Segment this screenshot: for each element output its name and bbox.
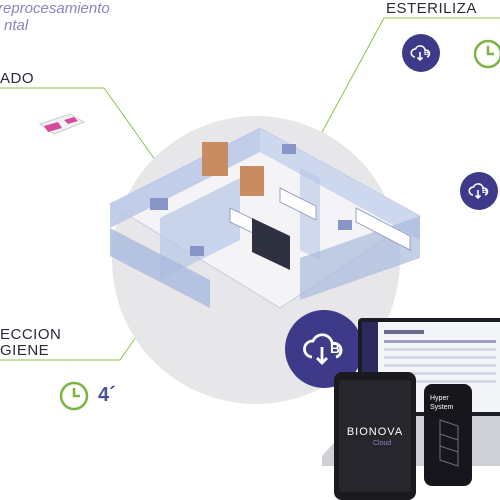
clock-icon-top-right xyxy=(473,39,500,69)
cloud-download-icon-right: B xyxy=(460,172,498,210)
back-wall-right xyxy=(260,128,420,240)
partition-1 xyxy=(160,178,240,280)
phone-title-2: System xyxy=(430,404,454,411)
label-bottom-left-2: GIENE xyxy=(0,342,50,359)
product-boxes-image xyxy=(38,113,86,135)
subtitle-line-2: ntal xyxy=(4,17,29,34)
shelf-unit-1 xyxy=(202,142,228,176)
phone-mockup: Hyper System xyxy=(424,384,472,486)
counter-2 xyxy=(355,207,411,251)
front-wall-left xyxy=(110,228,210,308)
equipment-3 xyxy=(338,220,352,230)
floor-plan-illustration xyxy=(108,127,421,309)
tablet-brand-sub: Cloud xyxy=(373,440,392,447)
dark-cabinet xyxy=(252,218,290,270)
equipment-2 xyxy=(282,144,296,154)
label-bottom-left-1: ECCION xyxy=(0,326,62,343)
phone-title-1: Hyper xyxy=(430,395,449,402)
cloud-download-icon-top: B xyxy=(402,34,440,72)
svg-text:B: B xyxy=(330,340,340,356)
label-top-left: ADO xyxy=(0,70,35,87)
tablet-brand: BIONOVA xyxy=(346,426,404,438)
subtitle-line-1: reprocesamiento xyxy=(0,0,110,17)
tablet-mockup: BIONOVA Cloud xyxy=(334,372,416,500)
clock-time-value: 4´ xyxy=(98,384,116,406)
clock-icon-bottom-left xyxy=(59,381,89,411)
section-subtitle: reprocesamiento ntal xyxy=(0,0,110,34)
shelf-unit-2 xyxy=(240,166,264,196)
svg-text:B: B xyxy=(424,50,429,57)
equipment-1 xyxy=(150,198,168,210)
counter-1 xyxy=(279,187,317,221)
label-top-right: ESTERILIZA xyxy=(386,0,477,17)
svg-text:B: B xyxy=(482,188,487,195)
equipment-4 xyxy=(190,246,204,256)
